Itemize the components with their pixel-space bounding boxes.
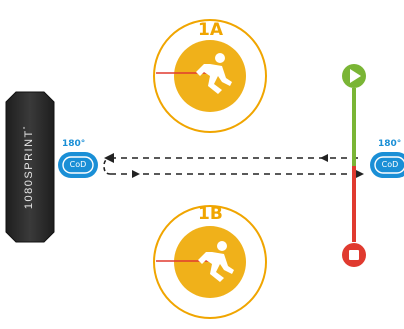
drill-1b: [153, 205, 267, 319]
sprint-device: [5, 91, 55, 243]
drill-label-1b: 1B: [198, 204, 223, 224]
device-trademark: °: [23, 124, 30, 130]
cod-text-right: CoD: [381, 160, 399, 169]
stop-icon: [349, 250, 359, 260]
cod-text-left: CoD: [69, 160, 87, 169]
cod-angle-right: 180°: [378, 139, 402, 149]
track-path: [103, 153, 364, 179]
runner-icon-1b: [198, 241, 234, 282]
cod-marker-left: [58, 152, 98, 178]
play-icon: [350, 69, 361, 83]
start-button[interactable]: [342, 64, 366, 88]
cod-angle-left: 180°: [62, 139, 86, 149]
device-brand-text: 1080SPRINT: [23, 129, 35, 210]
device-brand: 1080SPRINT°: [23, 92, 37, 242]
runner-icon-1a: [196, 53, 232, 94]
cod-marker-right: [370, 152, 404, 178]
drill-label-1a: 1A: [198, 20, 223, 40]
stop-button[interactable]: [342, 243, 366, 267]
drill-1a: [153, 19, 267, 133]
